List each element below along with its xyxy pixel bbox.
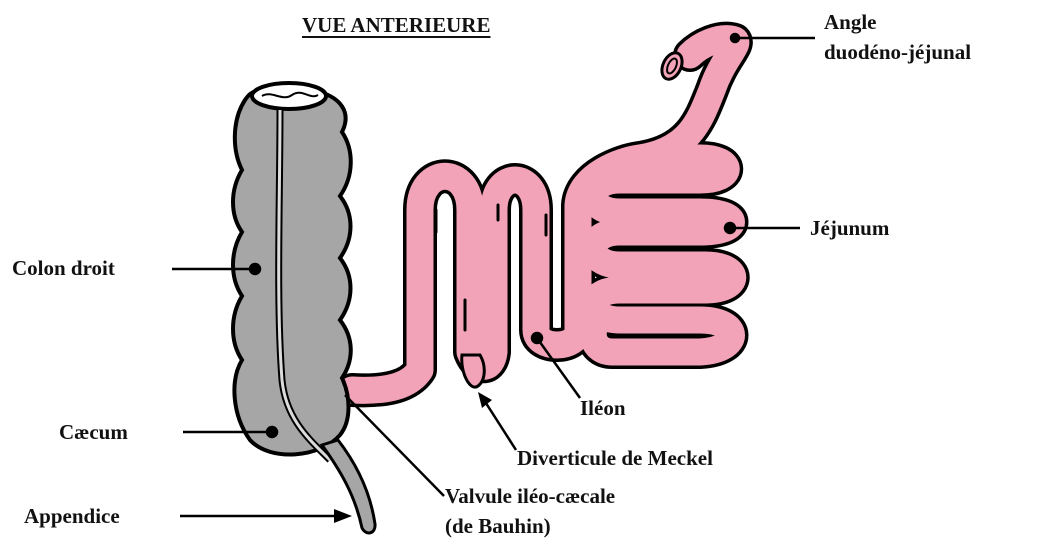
label-angle-line2: duodéno-jéjunal — [824, 40, 971, 64]
meckel-diverticulum-shape — [462, 355, 485, 387]
diagram-title: VUE ANTERIEURE — [302, 13, 490, 38]
label-colon-droit: Colon droit — [12, 256, 115, 280]
label-jejunum: Jéjunum — [810, 216, 889, 240]
label-meckel: Diverticule de Meckel — [517, 446, 713, 470]
label-caecum: Cæcum — [59, 420, 128, 444]
small-intestine — [352, 39, 736, 391]
label-angle-line1: Angle — [824, 10, 877, 34]
pointer-meckel — [484, 400, 516, 450]
label-valvule-line2: (de Bauhin) — [445, 514, 551, 538]
label-ileon: Iléon — [580, 396, 626, 420]
appendix-shape — [322, 440, 375, 533]
label-valvule-line1: Valvule iléo-cæcale — [445, 484, 615, 508]
small-intestine-fill — [352, 158, 733, 390]
label-appendice: Appendice — [24, 504, 120, 528]
